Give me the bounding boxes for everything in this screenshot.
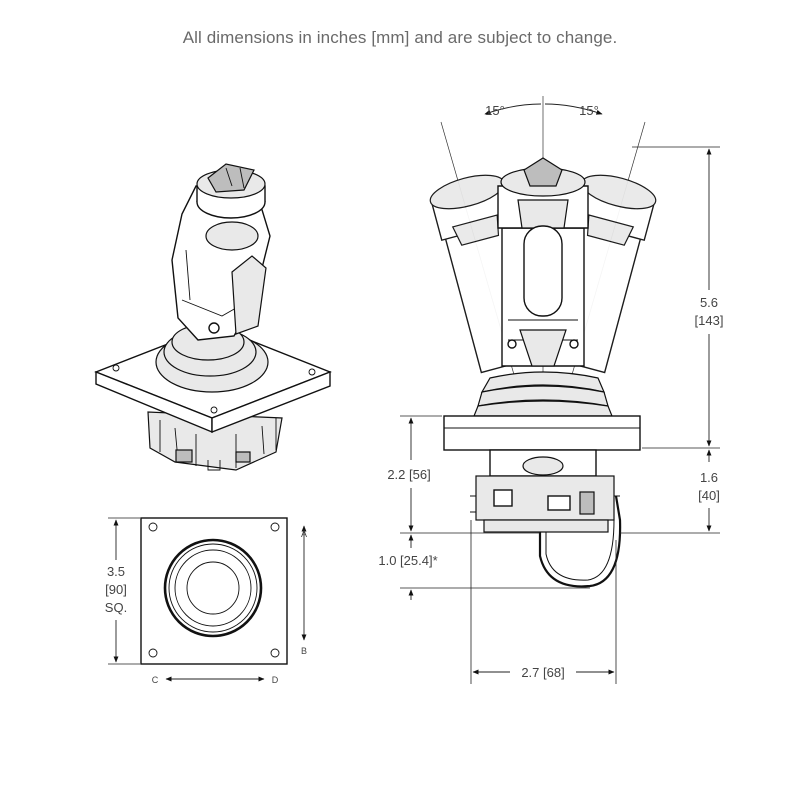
angle-left-label: 15° <box>485 103 505 118</box>
angle-right-label: 15° <box>579 103 599 118</box>
base-mm-label: [40] <box>698 488 720 503</box>
square-mm-label: [90] <box>105 582 127 597</box>
dimensions-note: All dimensions in inches [mm] and are su… <box>182 28 618 47</box>
depth-dimension-label: 2.7 [68] <box>521 665 564 680</box>
isometric-view <box>94 163 332 471</box>
axis-letter-c: C <box>152 675 159 685</box>
axis-letter-a: A <box>301 529 307 539</box>
cable-dimension-label: 1.0 [25.4]* <box>378 553 437 568</box>
height-mm-label: [143] <box>695 313 724 328</box>
below-dimension-label: 2.2 [56] <box>387 467 430 482</box>
base-inch-label: 1.6 <box>700 470 718 485</box>
height-inch-label: 5.6 <box>700 295 718 310</box>
top-view <box>108 517 307 682</box>
square-inch-label: 3.5 <box>107 564 125 579</box>
side-view <box>400 96 720 684</box>
axis-letter-d: D <box>272 675 279 685</box>
axis-letter-b: B <box>301 646 307 656</box>
square-sq-label: SQ. <box>105 600 127 615</box>
